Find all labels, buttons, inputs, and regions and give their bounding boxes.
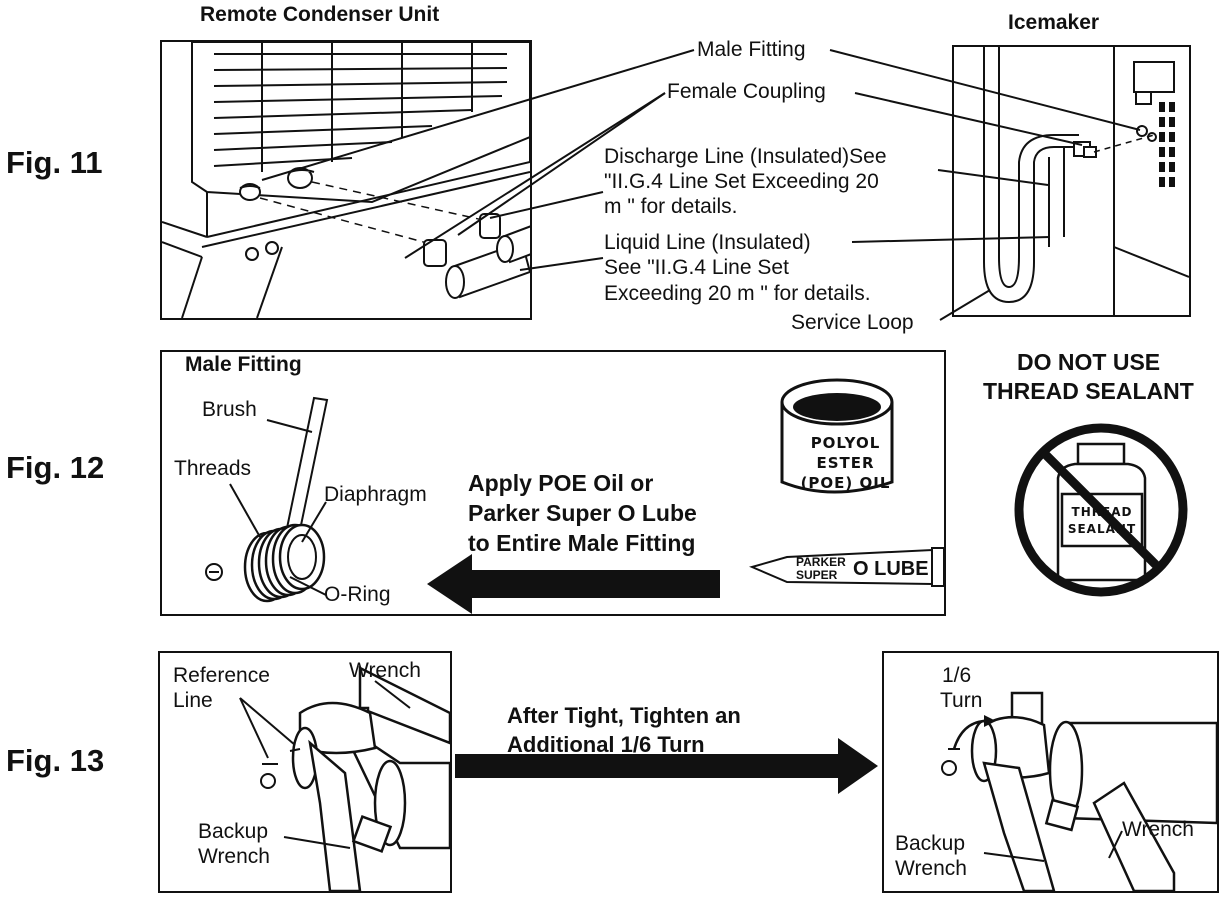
warning-line-2: THREAD SEALANT	[983, 378, 1194, 404]
poe-instruction-line-1: Apply POE Oil or	[468, 470, 654, 496]
reference-line-label-1: Reference	[173, 664, 270, 687]
fig-13-label: Fig. 13	[6, 743, 105, 778]
fig-12-illustration	[205, 378, 944, 614]
male-fitting-label: Male Fitting	[697, 38, 806, 61]
threads-label: Threads	[174, 457, 252, 480]
icemaker-illustration	[983, 47, 1189, 315]
warning-line-1: DO NOT USE	[1017, 349, 1161, 375]
o-lube-tube-label-1: PARKER	[796, 555, 846, 569]
fig-13-right-panel	[882, 651, 1219, 893]
fig-13-right-illustration	[941, 691, 1217, 891]
o-lube-tube-label-3: O LUBE	[853, 558, 929, 580]
poe-instruction-line-2: Parker Super O Lube	[468, 500, 697, 526]
fig-11-label: Fig. 11	[6, 145, 103, 180]
turn-label-1: 1/6	[942, 664, 972, 687]
fig-13-left-illustration	[239, 665, 450, 891]
tighten-instruction-line-1: After Tight, Tighten an	[507, 703, 741, 728]
service-loop-label: Service Loop	[791, 311, 914, 334]
icemaker-title: Icemaker	[1008, 11, 1100, 34]
discharge-line-label-2: "II.G.4 Line Set Exceeding 20	[604, 170, 879, 193]
liquid-line-label-2: See "II.G.4 Line Set	[604, 256, 789, 279]
remote-condenser-panel	[160, 40, 532, 320]
backup-wrench-right-label-1: Backup	[895, 832, 966, 855]
diaphragm-label: Diaphragm	[324, 483, 427, 506]
turn-label-2: Turn	[940, 689, 983, 712]
brush-label: Brush	[202, 398, 257, 421]
discharge-line-label-1: Discharge Line (Insulated)See	[604, 145, 887, 168]
poe-instruction-line-3: to Entire Male Fitting	[468, 530, 696, 556]
remote-condenser-title: Remote Condenser Unit	[200, 3, 440, 26]
reference-line-label-2: Line	[173, 689, 213, 712]
sealant-label-2: SEALANT	[1067, 522, 1137, 536]
fig-12-label: Fig. 12	[6, 450, 105, 485]
poe-can-label-3: (POE) OIL	[800, 474, 891, 492]
sealant-label-1: THREAD	[1071, 505, 1133, 519]
fig-12-male-fitting-title: Male Fitting	[185, 353, 302, 376]
o-lube-tube-label-2: SUPER	[796, 568, 838, 582]
remote-condenser-illustration	[162, 42, 530, 318]
fig-13-left-panel	[158, 651, 452, 893]
backup-wrench-left-label-2: Wrench	[198, 845, 270, 868]
discharge-line-label-3: m " for details.	[604, 195, 738, 218]
o-ring-label: O-Ring	[324, 583, 391, 606]
wrench-label-left: Wrench	[349, 659, 421, 682]
backup-wrench-left-label-1: Backup	[198, 820, 269, 843]
liquid-line-label-3: Exceeding 20 m " for details.	[604, 282, 871, 305]
poe-can-label-1: POLYOL	[810, 434, 881, 452]
icemaker-panel	[952, 45, 1191, 317]
liquid-line-label-1: Liquid Line (Insulated)	[604, 231, 811, 254]
wrench-label-right: Wrench	[1122, 818, 1194, 841]
poe-can-label-2: ESTER	[816, 454, 875, 472]
female-coupling-label: Female Coupling	[667, 80, 826, 103]
fig-11-leader-lines	[261, 49, 1141, 321]
backup-wrench-right-label-2: Wrench	[895, 857, 967, 880]
fig-12-panel	[160, 350, 946, 616]
tighten-instruction-line-2: Additional 1/6 Turn	[507, 732, 705, 757]
